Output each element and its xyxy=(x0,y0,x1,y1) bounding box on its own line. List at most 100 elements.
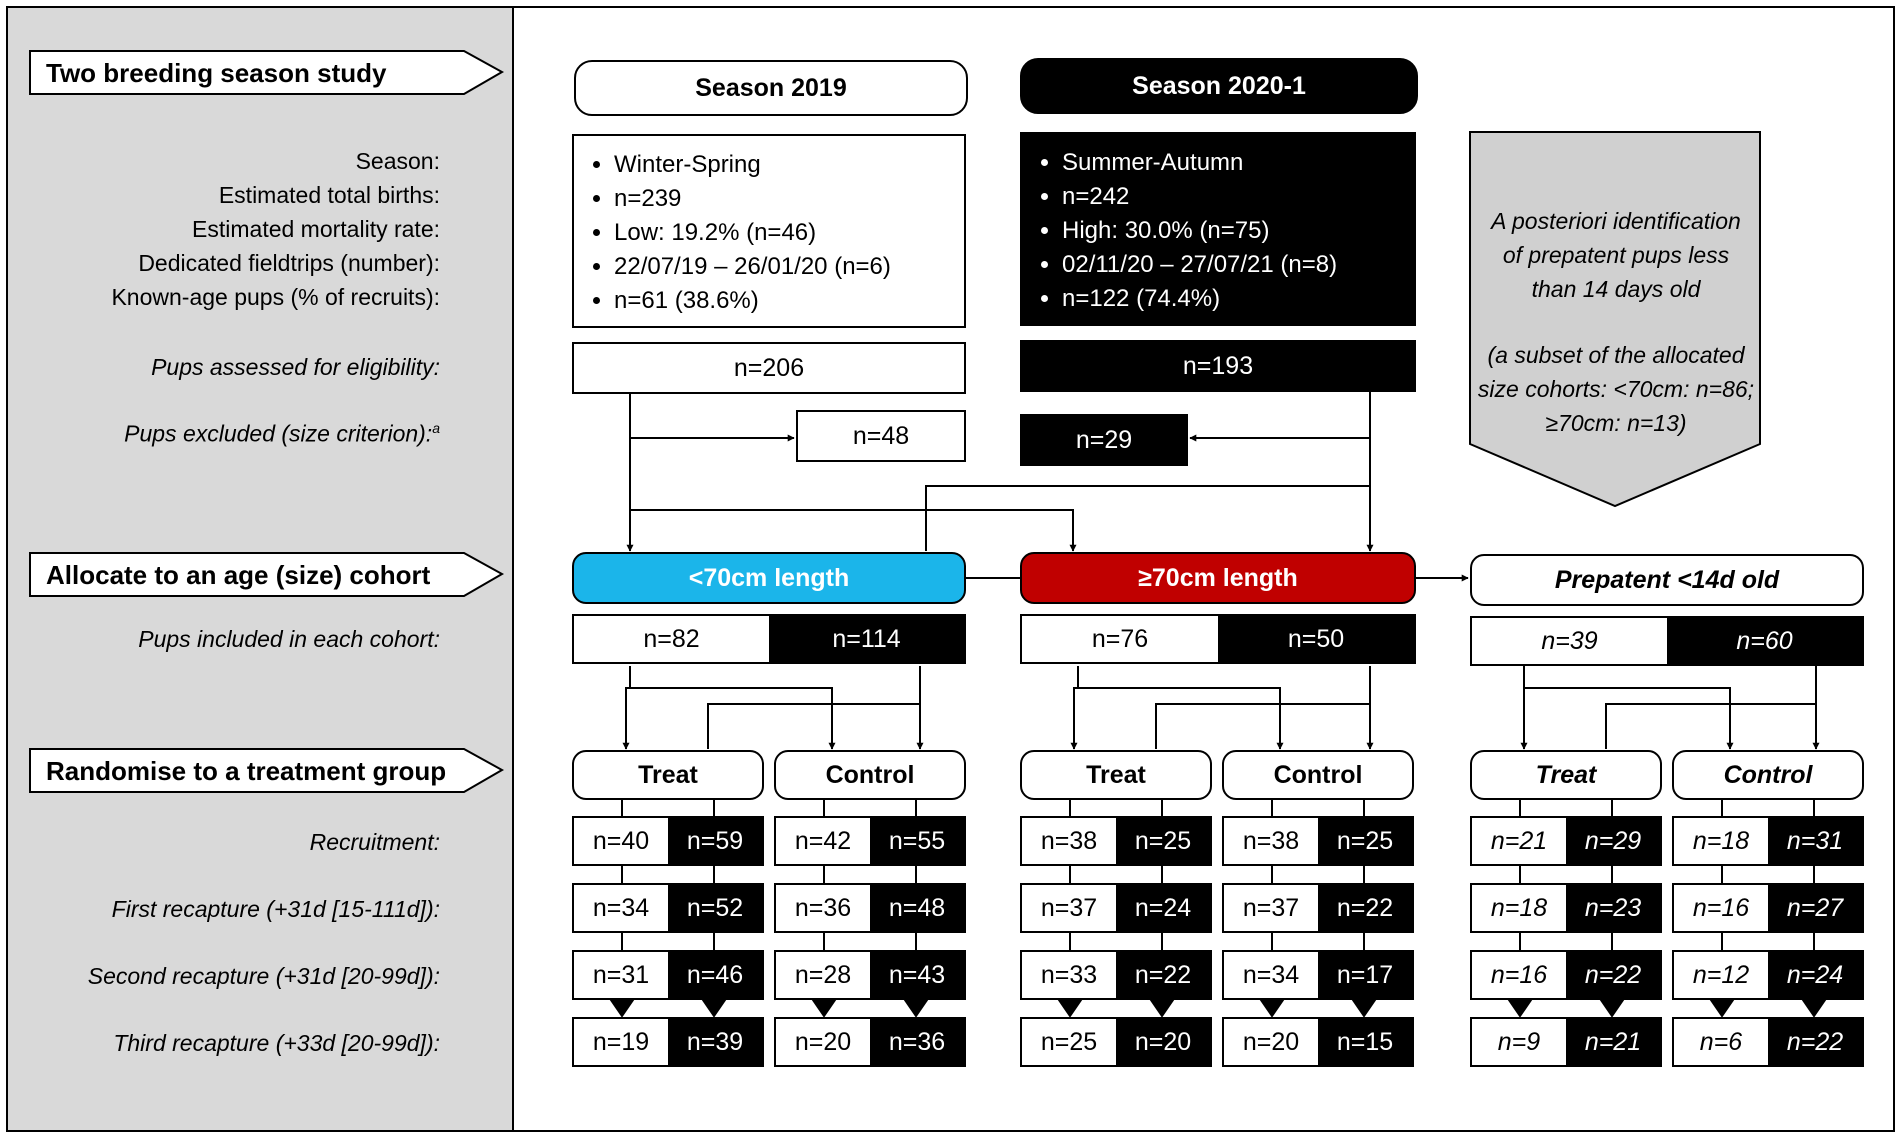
stage-label-randomise: Randomise to a treatment group xyxy=(46,756,447,786)
control-group-header: Control xyxy=(1222,750,1414,800)
arrow-head xyxy=(609,999,635,1018)
connector-line xyxy=(1078,687,1284,750)
arrow-head xyxy=(903,999,929,1018)
arrow-head xyxy=(1709,999,1735,1018)
detail-item: Low: 19.2% (n=46) xyxy=(614,216,964,250)
stage-arrow-randomise xyxy=(29,748,505,793)
stage-arrow-allocate xyxy=(29,552,505,597)
season-2019-excluded: n=48 xyxy=(796,410,966,462)
connector-line xyxy=(925,485,1370,551)
count-season-2019: n=34 xyxy=(574,885,668,931)
count-season-2020: n=23 xyxy=(1566,885,1660,931)
control-group-header: Control xyxy=(774,750,966,800)
count-season-2019: n=18 xyxy=(1674,818,1768,864)
treat-group-header: Treat xyxy=(1020,750,1212,800)
season-2020-excluded: n=29 xyxy=(1020,414,1188,466)
count-season-2020: n=15 xyxy=(1318,1019,1412,1065)
detail-item: Winter-Spring xyxy=(614,148,964,182)
label-third-recapture: Third recapture (+33d [20-99d]): xyxy=(113,1030,440,1056)
season-2020-assessed: n=193 xyxy=(1020,340,1416,392)
label-births: Estimated total births: xyxy=(218,182,440,208)
arrow-head xyxy=(1057,999,1083,1018)
count-season-2019: n=28 xyxy=(776,952,870,998)
arrow-head xyxy=(1801,999,1827,1018)
count-season-2020: n=25 xyxy=(1318,818,1412,864)
count-season-2019: n=20 xyxy=(776,1019,870,1065)
count-season-2020: n=39 xyxy=(668,1019,762,1065)
treat-group-header: Treat xyxy=(1470,750,1662,800)
arrow-head xyxy=(1351,999,1377,1018)
count-season-2019: n=31 xyxy=(574,952,668,998)
control-group-header: Control xyxy=(1672,750,1864,800)
note-callout-shape xyxy=(1469,131,1761,508)
connector-line xyxy=(1155,703,1370,749)
arrow-head xyxy=(1599,999,1625,1018)
note-text: A posteriori identification of prepatent… xyxy=(1477,208,1755,436)
count-season-2020: n=55 xyxy=(870,818,964,864)
count-season-2020: n=52 xyxy=(668,885,762,931)
count-season-2019: n=20 xyxy=(1224,1019,1318,1065)
count-season-2020: n=22 xyxy=(1116,952,1210,998)
detail-item: n=61 (38.6%) xyxy=(614,284,964,318)
count-season-2019: n=38 xyxy=(1022,818,1116,864)
count-season-2020: n=22 xyxy=(1318,885,1412,931)
arrow-head xyxy=(701,999,727,1018)
count-season-2019: n=9 xyxy=(1472,1019,1566,1065)
count-season-2020: n=21 xyxy=(1566,1019,1660,1065)
count-season-2019: n=6 xyxy=(1674,1019,1768,1065)
count-season-2019: n=19 xyxy=(574,1019,668,1065)
connector-line xyxy=(1605,703,1816,749)
count-season-2020: n=59 xyxy=(668,818,762,864)
count-season-2020: n=22 xyxy=(1768,1019,1862,1065)
cohort-over-70cm: ≥70cm length xyxy=(1020,552,1416,604)
count-season-2020: n=31 xyxy=(1768,818,1862,864)
label-excluded: Pups excluded (size criterion):a xyxy=(124,420,440,447)
count-season-2020: n=29 xyxy=(1566,818,1660,864)
stage-label-allocate: Allocate to an age (size) cohort xyxy=(46,560,431,590)
connector-lines xyxy=(29,50,1827,1018)
stage-arrow-study xyxy=(29,50,505,95)
label-known-age: Known-age pups (% of recruits): xyxy=(111,284,440,310)
detail-item: 02/11/20 – 27/07/21 (n=8) xyxy=(1062,248,1414,282)
season-2020-details: Summer-Autumn n=242 High: 30.0% (n=75) 0… xyxy=(1020,132,1416,326)
flow-diagram: Two breeding season study Allocate to an… xyxy=(6,6,1895,1132)
arrow-head xyxy=(811,999,837,1018)
count-season-2019: n=21 xyxy=(1472,818,1566,864)
count-season-2019: n=36 xyxy=(776,885,870,931)
label-assessed: Pups assessed for eligibility: xyxy=(151,354,440,380)
count-season-2020: n=24 xyxy=(1768,952,1862,998)
count-season-2019: n=37 xyxy=(1224,885,1318,931)
count-season-2019: n=37 xyxy=(1022,885,1116,931)
connector-line xyxy=(630,509,1077,552)
label-mortality: Estimated mortality rate: xyxy=(192,216,440,242)
label-included: Pups included in each cohort: xyxy=(138,626,440,652)
season-2019-details: Winter-Spring n=239 Low: 19.2% (n=46) 22… xyxy=(572,134,966,328)
count-season-2019: n=12 xyxy=(1674,952,1768,998)
count-season-2019: n=34 xyxy=(1224,952,1318,998)
count-season-2019: n=38 xyxy=(1224,818,1318,864)
count-season-2020: n=36 xyxy=(870,1019,964,1065)
count-season-2019: n=25 xyxy=(1022,1019,1116,1065)
connector-line xyxy=(707,703,920,749)
label-recruitment: Recruitment: xyxy=(309,829,440,855)
count-season-2020: n=22 xyxy=(1566,952,1660,998)
